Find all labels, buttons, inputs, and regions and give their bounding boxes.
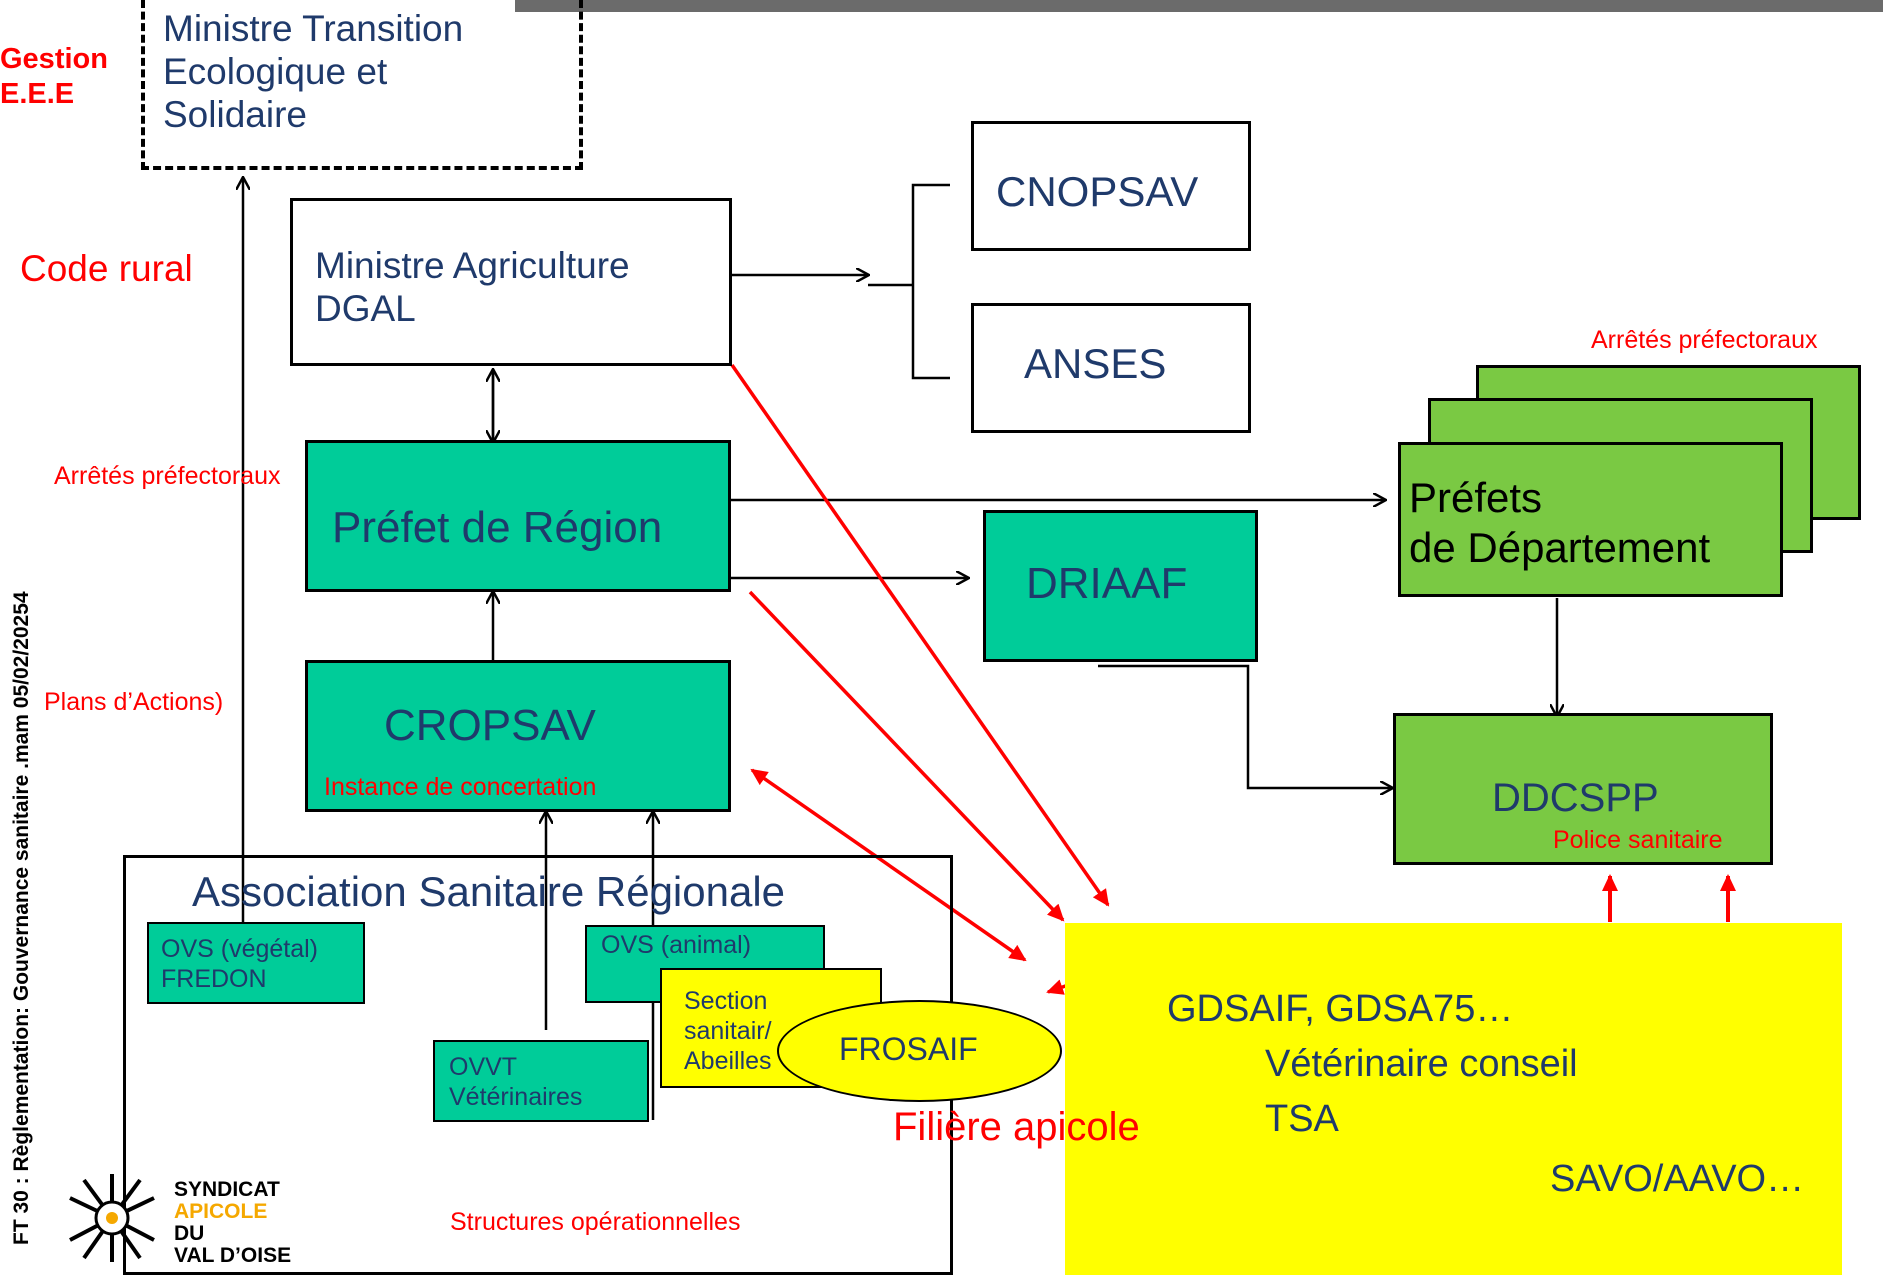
structures-label: Structures opérationnelles: [450, 1208, 741, 1236]
code-rural-label: Code rural: [20, 248, 193, 289]
syndicat-logo: SYNDICAT APICOLE DU VAL D’OISE: [62, 1168, 322, 1272]
prefet-region-box: Préfet de Région: [305, 440, 731, 592]
frosaif-ellipse: FROSAIF: [777, 1000, 1062, 1102]
logo-line4: VAL D’OISE: [174, 1244, 292, 1267]
arretes-top-label: Arrêtés préfectoraux: [1591, 326, 1818, 354]
ovs-vegetal-box: OVS (végétal) FREDON: [147, 922, 365, 1004]
logo-line1: SYNDICAT: [174, 1178, 280, 1201]
prefet-region-label: Préfet de Région: [332, 503, 663, 552]
prefets-departement-label: Préfets de Département: [1409, 474, 1711, 572]
cnopsav-label: CNOPSAV: [996, 168, 1199, 215]
ovvt-box: OVVT Vétérinaires: [433, 1040, 649, 1122]
gestion-label: Gestion E.E.E: [0, 43, 108, 110]
bee-emblem-icon: [69, 1174, 155, 1262]
ddcspp-label: DDCSPP: [1492, 776, 1659, 820]
gdsaif-label: GDSAIF, GDSA75…: [1167, 988, 1514, 1030]
logo-line2: APICOLE: [174, 1200, 268, 1223]
cropsav-sublabel: Instance de concertation: [324, 773, 597, 801]
top-bar: [515, 0, 1883, 12]
association-box: Association Sanitaire Régionale: [123, 855, 953, 1275]
footer-vertical-text: FT 30 : Règlementation: Gouvernance sani…: [10, 591, 33, 1245]
cnopsav-box: CNOPSAV: [971, 121, 1251, 251]
ministre-agriculture-label: Ministre Agriculture DGAL: [315, 245, 630, 329]
frosaif-label: FROSAIF: [839, 1031, 978, 1067]
filiere-label: Filière apicole: [893, 1105, 1140, 1149]
ovvt-label: OVVT Vétérinaires: [449, 1053, 583, 1111]
cropsav-box: CROPSAV Instance de concertation: [305, 660, 731, 812]
veterinaire-label: Vétérinaire conseil: [1265, 1043, 1578, 1085]
savo-label: SAVO/AAVO…: [1550, 1158, 1805, 1200]
plans-label: Plans d’Actions): [44, 688, 224, 716]
ministre-transition-label: Ministre Transition Ecologique et Solida…: [163, 8, 464, 135]
driaaf-label: DRIAAF: [1026, 559, 1188, 608]
ministre-transition-box: Ministre Transition Ecologique et Solida…: [141, 0, 583, 170]
ministre-agriculture-box: Ministre Agriculture DGAL: [290, 198, 732, 366]
ddcspp-sublabel: Police sanitaire: [1553, 826, 1723, 854]
ovs-vegetal-label: OVS (végétal) FREDON: [161, 935, 319, 993]
ddcspp-box: DDCSPP Police sanitaire: [1393, 713, 1773, 865]
filiere-zone: [1065, 923, 1842, 1275]
tsa-label: TSA: [1265, 1098, 1339, 1140]
logo-line3: DU: [174, 1222, 205, 1245]
ovs-animal-label: OVS (animal): [601, 931, 752, 959]
section-sanitaire-label: Section sanitair/ Abeilles: [684, 987, 772, 1075]
cropsav-label: CROPSAV: [384, 701, 596, 750]
anses-label: ANSES: [1024, 340, 1167, 387]
arretes-left-label: Arrêtés préfectoraux: [54, 462, 281, 490]
association-title: Association Sanitaire Régionale: [192, 868, 786, 915]
anses-box: ANSES: [971, 303, 1251, 433]
driaaf-box: DRIAAF: [983, 510, 1258, 662]
prefets-departement-box: Préfets de Département: [1398, 442, 1783, 597]
